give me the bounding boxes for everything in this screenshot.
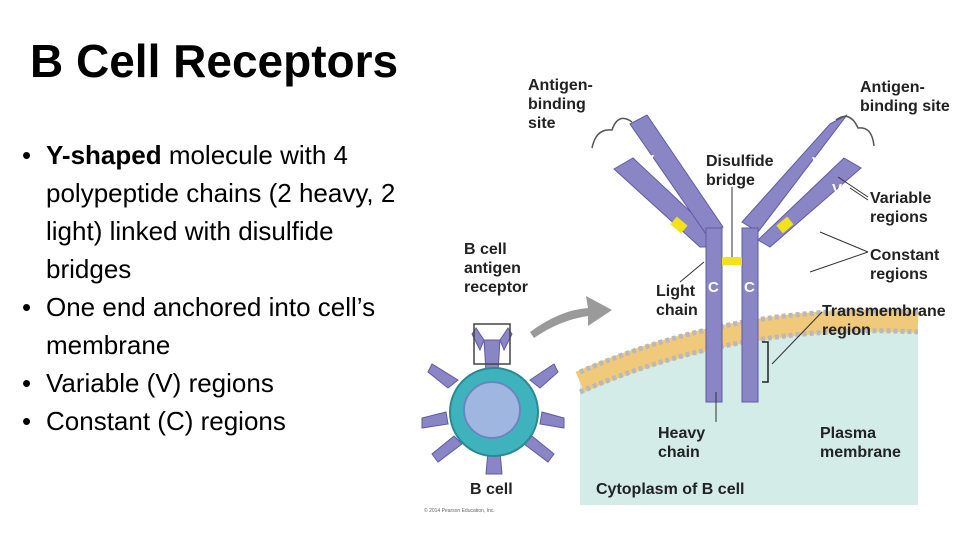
segment-c: C [800, 221, 811, 238]
membrane-outer-heads [578, 308, 919, 375]
bullet-item: • Variable (V) regions [18, 364, 418, 402]
disulfide-bridge-bar [722, 257, 742, 265]
bullet-dot: • [22, 368, 32, 398]
segment-c: C [652, 224, 663, 241]
bullet-dot: • [22, 140, 32, 170]
bullet-text: One end anchored into cell’s membrane [46, 292, 376, 360]
slide-title: B Cell Receptors [30, 35, 399, 87]
segment-v: V [812, 154, 822, 171]
bullet-dot: • [22, 406, 32, 436]
leader-lines [679, 176, 869, 422]
segment-v: V [832, 181, 842, 198]
zoom-arrow [530, 296, 612, 338]
right-site-bracket [835, 115, 875, 147]
segment-c: C [708, 279, 719, 296]
bullet-item: • Constant (C) regions [18, 402, 418, 440]
bullet-list: • Y-shaped molecule with 4 polypeptide ch… [18, 136, 418, 440]
bcr-diagram: V V C V V C C C [421, 77, 950, 514]
label-cytoplasm: Cytoplasm of B cell [596, 481, 744, 498]
bullet-item: • Y-shaped molecule with 4 polypeptide ch… [18, 136, 418, 288]
bcell-illustration [421, 323, 565, 475]
bullet-text: molecule with 4 polypeptide chains (2 he… [46, 140, 396, 284]
bullet-item: • One end anchored into cell’s membrane [18, 288, 418, 364]
label-antigen-binding-site-right: Antigen-binding site [860, 79, 950, 115]
segment-c: C [744, 279, 755, 296]
receptor-highlight-box [473, 323, 511, 365]
segment-v: V [618, 179, 628, 196]
receptor-molecule: V V C V V C C C [613, 114, 862, 403]
bullet-text: Constant (C) regions [46, 406, 286, 436]
transmembrane-bracket [762, 341, 769, 383]
membrane-inner-heads [578, 328, 919, 395]
copyright-note: © 2014 Pearson Education, Inc. [424, 507, 495, 514]
bullet-text: Variable (V) regions [46, 368, 274, 398]
left-site-bracket [591, 117, 633, 149]
segment-v: V [644, 152, 654, 169]
label-bcell: B cell [470, 481, 513, 498]
bullet-dot: • [22, 292, 32, 322]
bullet-bold: Y-shaped [46, 140, 162, 170]
